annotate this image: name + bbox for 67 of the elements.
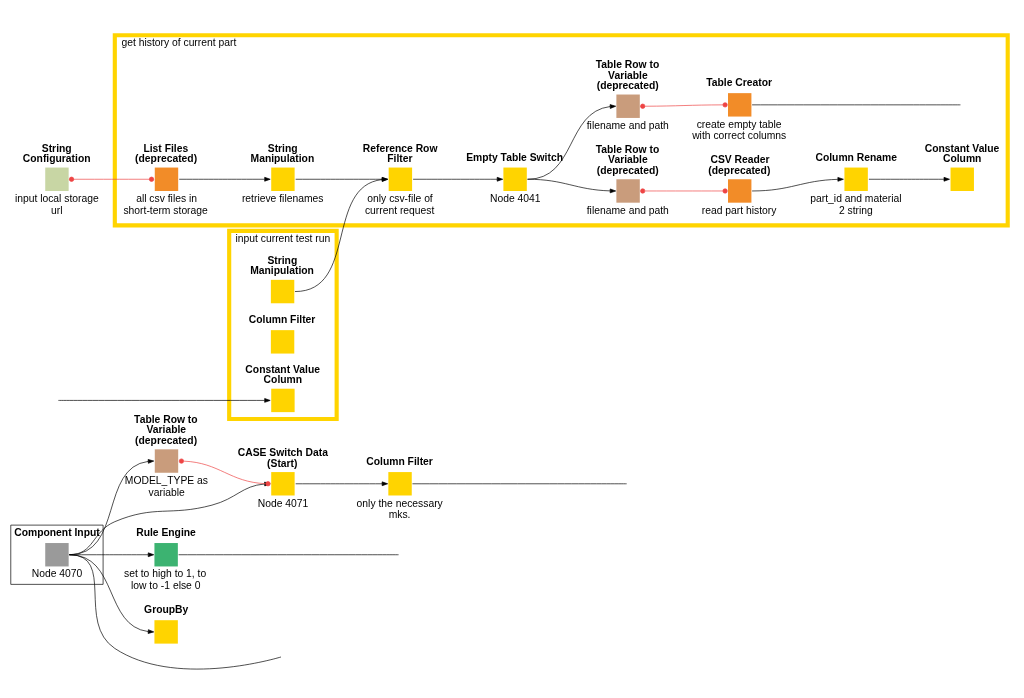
arrow: [294, 176, 388, 292]
arrow: [412, 176, 504, 182]
node-label: only the necessary mks.: [356, 497, 443, 520]
node-label: set to high to 1, to low to -1 else 0: [124, 567, 207, 591]
node-box: [154, 542, 178, 566]
node-box: [503, 167, 527, 191]
node-label: MODEL_TYPE as variable: [124, 474, 209, 497]
node-label: Table Row to Variable (deprecated): [595, 58, 660, 91]
node-label: String Manipulation: [250, 142, 315, 164]
arrow: [751, 176, 844, 191]
node-box: [271, 471, 295, 495]
node-label: Node 4071: [257, 497, 309, 509]
node-label: CSV Reader (deprecated): [708, 153, 771, 176]
node-label: Constant Value Column: [245, 363, 320, 385]
node-label: List Files (deprecated): [135, 142, 198, 164]
arrow: [58, 397, 271, 403]
node-label: all csv files in short-term storage: [123, 192, 208, 216]
node-box: [154, 167, 179, 191]
arrow: [527, 103, 617, 180]
node-box: [728, 92, 752, 117]
node-label: input local storage url: [14, 192, 99, 216]
node-box: [844, 167, 868, 191]
node-box: [728, 178, 752, 203]
node-box: [388, 471, 412, 495]
node-box: [388, 167, 413, 191]
node-box: [45, 167, 69, 191]
node-label: Column Filter: [366, 455, 433, 467]
node-label: String Configuration: [22, 142, 91, 164]
node-box: [271, 388, 295, 412]
node-label: Node 4041: [489, 192, 541, 204]
node-label: filename and path: [586, 119, 669, 131]
arrow: [69, 553, 155, 634]
node-label: Table Creator: [706, 76, 773, 88]
node-box: [271, 167, 295, 191]
node-label: Constant Value Column: [924, 142, 1000, 164]
node-label: Rule Engine: [136, 526, 196, 538]
node-label: Column Filter: [248, 313, 316, 325]
node-box: [950, 167, 974, 191]
node-box: [616, 94, 640, 118]
node-label: only csv-file of current request: [364, 192, 435, 216]
node-label: Empty Table Switch: [466, 151, 563, 163]
connector: [640, 187, 728, 194]
node-label: String Manipulation: [250, 254, 314, 276]
arrow: [868, 176, 950, 182]
connector: [640, 101, 728, 109]
connector: [69, 553, 282, 669]
node-label: Column Rename: [815, 151, 897, 163]
node-label: read part history: [701, 204, 777, 216]
node-box: [616, 178, 640, 203]
arrow: [178, 176, 271, 182]
node-label: retrieve filenames: [241, 192, 324, 204]
node-label: Reference Row Filter: [362, 142, 438, 164]
node-label: CASE Switch Data (Start): [237, 446, 328, 469]
node-box: Component Input Node 4070: [10, 524, 104, 585]
node-label: filename and path: [586, 204, 669, 216]
node-label: GroupBy: [144, 603, 189, 615]
node-label: part_id and material 2 string: [810, 192, 902, 216]
node-label: Table Row to Variable (deprecated): [595, 143, 660, 176]
connector: [69, 176, 155, 182]
node-box: [270, 329, 295, 354]
node-box: [270, 279, 295, 303]
node-label: create empty table with correct columns: [692, 118, 787, 141]
arrow: [295, 481, 388, 486]
node-label: Table Row to Variable (deprecated): [134, 413, 198, 446]
node-box: [154, 619, 178, 644]
arrow: [295, 176, 388, 182]
node-box: [154, 448, 179, 473]
